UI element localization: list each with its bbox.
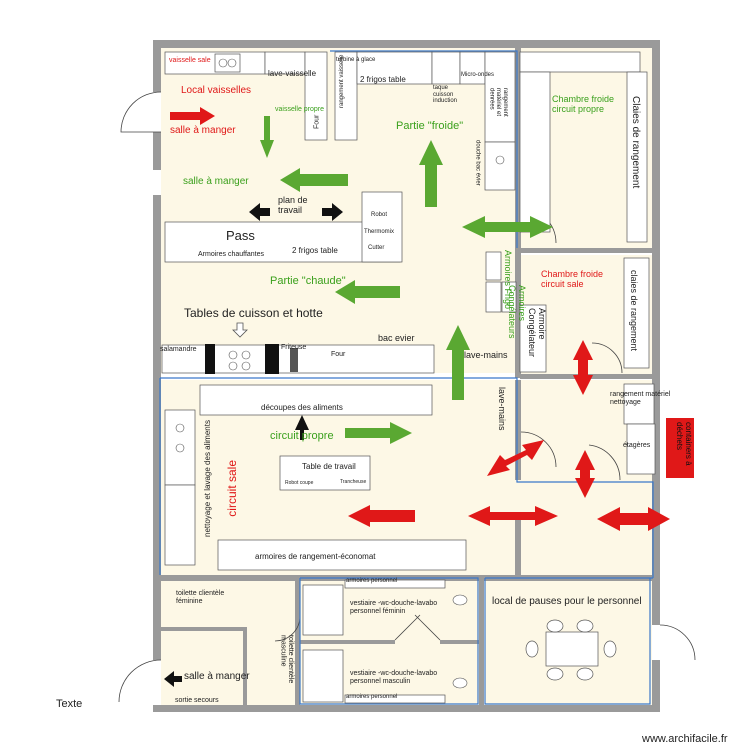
text-placeholder: Texte — [56, 698, 83, 710]
label-vaisselle-sale: vaisselle sale — [169, 57, 211, 64]
black-arrow — [249, 203, 270, 221]
green-arrows — [260, 116, 553, 444]
label-claies-rangement-1: Claies de rangement — [630, 96, 641, 189]
label-nettoyage-lavage: nettoyage et lavage des aliments — [203, 420, 212, 537]
label-trancheuse: Trancheuse — [340, 479, 367, 485]
label-partie-froide: Partie "froide" — [396, 120, 464, 132]
label-vestiaire-masculin: vestiaire -wc-douche-lavabo personnel ma… — [350, 670, 438, 685]
label-table-de-travail: Table de travail — [302, 462, 356, 471]
label-rangement-materiel-denrees: rangement matériel et denrées — [488, 88, 508, 117]
label-vestiaire-feminin: vestiaire -wc-douche-lavabo personnel fé… — [350, 600, 438, 615]
label-local-vaisselles: Local vaisselles — [181, 85, 252, 96]
label-vaisselle-propre: vaisselle propre — [275, 106, 325, 113]
red-arrows — [170, 107, 670, 531]
label-salamandre: salamandre — [160, 346, 197, 353]
label-douche-bac-evier: douche bac évier — [474, 140, 481, 186]
green-arrow — [260, 116, 274, 158]
label-toilette-feminine: toilette clientèle féminine — [176, 590, 225, 605]
green-arrow — [345, 422, 412, 444]
sanitary-fixtures — [175, 58, 505, 689]
black-arrows — [164, 203, 343, 687]
label-armoires-rangement-economat: armoires de rangement-économat — [255, 552, 376, 561]
label-robot: Robot — [371, 212, 388, 218]
label-sortie-secours: sortie secours — [175, 697, 219, 704]
label-rangement-materiel-nettoyage: rangement matériel nettoyage — [610, 391, 671, 406]
label-turbine-a-glace: turbine à glace — [336, 57, 376, 63]
black-arrow — [295, 415, 309, 440]
red-arrow — [487, 440, 544, 476]
label-salle-a-manger-2: salle à manger — [183, 176, 249, 187]
label-toilette-masculine: toilette clientèle masculine — [279, 635, 294, 684]
label-armoires-frigo: Armoires Frigo — [503, 250, 513, 310]
green-arrow — [462, 216, 553, 238]
label-2-frigos-table: 2 frigos table — [292, 246, 338, 255]
black-arrow — [322, 203, 343, 221]
red-arrow — [575, 450, 595, 498]
label-armoires-chauffantes: Armoires chauffantes — [198, 251, 265, 258]
label-rangement-vaisselle: rangement vaisselle — [339, 54, 345, 108]
cooking-blocks — [205, 344, 298, 374]
red-arrow — [468, 506, 558, 526]
watermark[interactable]: www.archifacile.fr — [642, 733, 728, 745]
label-armoire-congelateur: Armoire Congélateur — [527, 308, 547, 358]
containers-box — [666, 418, 694, 478]
label-etageres: étagères — [623, 442, 651, 449]
equipment — [161, 51, 656, 704]
hotte-arrow — [232, 322, 248, 338]
label-bac-evier: bac evier — [378, 333, 415, 343]
red-arrow — [170, 107, 215, 125]
label-2-frigos-table-top: 2 frigos table — [360, 75, 406, 84]
label-containers-dechets: containers à déchets — [675, 422, 693, 466]
label-cutter: Cutter — [368, 245, 385, 251]
label-plan-de-travail: plan de travail — [278, 195, 308, 215]
red-arrow — [597, 507, 670, 531]
label-lave-mains-1: lave-mains — [464, 350, 508, 360]
red-arrow — [573, 340, 593, 395]
label-chambre-froide-propre: Chambre froide circuit propre — [552, 94, 615, 114]
label-salle-a-manger-1: salle à manger — [170, 125, 236, 136]
chairs — [525, 619, 617, 681]
black-arrow — [164, 671, 182, 687]
label-micro-ondes: Micro-ondes — [461, 72, 495, 78]
label-claies-rangement-2: claies de rangement — [628, 270, 639, 352]
label-lave-vaisselle: lave-vaisselle — [268, 69, 317, 78]
label-chambre-froide-sale: Chambre froide circuit sale — [541, 269, 604, 289]
label-robot-coupe: Robot coupe — [285, 480, 314, 486]
label-armoires-congelateurs: Armoires Congélateurs — [507, 285, 527, 339]
label-circuit-propre: circuit propre — [270, 430, 334, 442]
label-tables-cuisson-hotte: Tables de cuisson et hotte — [184, 306, 323, 320]
label-taque-cuisson: taque cuisson induction — [433, 85, 458, 105]
label-four: Four — [313, 114, 321, 130]
label-circuit-sale: circuit sale — [225, 460, 239, 517]
label-partie-chaude: Partie "chaude" — [270, 275, 346, 287]
label-friteuse: Friteuse — [281, 344, 307, 351]
label-salle-a-manger-3: salle à manger — [184, 671, 250, 682]
label-armoires-personnel-1: armoires personnel — [346, 578, 398, 584]
green-arrow — [335, 280, 400, 304]
label-four2: Four — [331, 351, 346, 358]
label-pass: Pass — [226, 228, 255, 243]
red-arrow — [348, 505, 415, 527]
green-arrow — [419, 140, 443, 207]
green-arrow — [446, 325, 470, 400]
label-local-pauses: local de pauses pour le personnel — [492, 596, 642, 607]
label-lave-mains-2: lave-mains — [496, 387, 507, 431]
label-thermomix: Thermomix — [364, 229, 395, 235]
label-armoires-personnel-2: armoires personnel — [346, 694, 398, 700]
green-arrow — [280, 168, 348, 192]
label-decoupes-aliments: découpes des aliments — [261, 403, 343, 412]
